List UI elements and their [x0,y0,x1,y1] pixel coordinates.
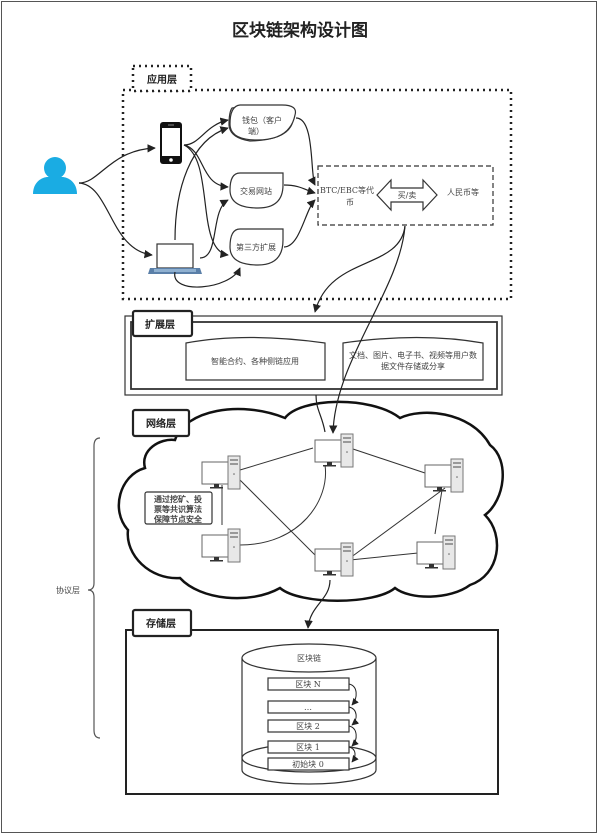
extension-layer-outer [124,315,503,396]
application-layer-tag [131,64,193,93]
block-item [267,757,350,771]
user-data-label-line1: 文档、图片、电子书、视频等用户数 [349,350,477,360]
storage-layer-border [125,629,499,795]
inter-layer-arrows [304,225,406,629]
network-layer: 网络层 通过挖矿、投 票等共识算法 保障节点安全 [117,400,504,602]
network-layer-tag [131,408,191,438]
block-item-label: 区块 1 [296,742,320,752]
block-chain-arrows [348,683,360,763]
application-connectors [78,117,316,288]
third-party-label: 第三方扩展 [236,242,276,252]
exchange-site-label: 交易网站 [240,186,272,196]
consensus-note-line1: 通过挖矿、投 [154,494,202,504]
exchange-box [317,165,494,226]
blockchain-label: 区块链 [297,653,321,663]
block-item-label: 初始块 0 [292,759,324,769]
exchange-site-node: 交易网站 [229,172,284,209]
crypto-label-line2: 币 [346,198,354,207]
block-item-label: 区块 2 [296,721,320,731]
storage-layer-label: 存储层 [146,617,176,630]
consensus-note [144,491,213,525]
wallet-label-line1: 钱包（客户 [242,115,282,125]
laptop-icon [148,243,202,274]
block-item-label: … [304,703,312,712]
smart-contract-label: 智能合约、各种侧链应用 [211,356,299,366]
user-data-box [342,336,484,381]
consensus-note-line3: 保障节点安全 [153,514,203,524]
smart-contract-box [185,336,326,381]
extension-layer-tag [131,309,194,338]
fiat-label: 人民币等 [447,187,479,197]
consensus-note-line2: 票等共识算法 [153,504,202,514]
network-layer-label: 网络层 [146,417,176,430]
user-icon [33,157,77,194]
wallet-node: 钱包（客户 端） [228,104,297,142]
protocol-brace [87,437,101,739]
application-layer-label: 应用层 [147,73,177,86]
wallet-label-line2: 端） [248,126,264,136]
application-layer-border [121,88,513,301]
smartphone-icon [160,122,182,164]
double-arrow-icon [376,178,438,212]
diagram-title: 区块链架构设计图 [232,20,368,41]
block-list: 区块 N … 区块 2 区块 1 初始块 0 [267,677,350,771]
crypto-label-line1: BTC/EBC等代 [320,185,374,195]
protocol-layer: 协议层 [56,437,101,739]
extension-layer: 扩展层 智能合约、各种侧链应用 文档、图片、电子书、视频等用户数 据文件存储或分… [124,309,503,396]
extension-layer-label: 扩展层 [145,318,175,331]
node-links [221,447,446,561]
block-item-label: 区块 N [295,679,321,689]
extension-layer-inner [130,321,498,390]
third-party-node: 第三方扩展 [229,228,284,266]
buy-sell-label: 买/卖 [398,191,417,200]
storage-layer: 存储层 区块链 区块 N … 区块 2 区块 1 初始块 0 [125,608,499,795]
protocol-layer-label: 协议层 [56,585,80,595]
user-data-label-line2: 据文件存储或分享 [381,361,445,371]
application-layer: 应用层 钱包（客户 端） 交易网站 第三方扩展 [78,64,513,301]
storage-layer-tag [131,608,193,638]
